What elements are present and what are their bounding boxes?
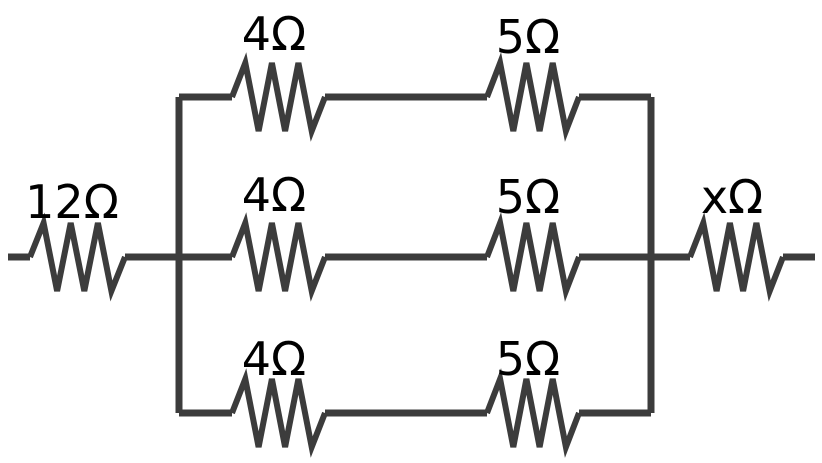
resistor-label-bottom-4-ohm: 4Ω (242, 332, 306, 386)
resistor-middle-5-ohm (484, 212, 582, 302)
resistor-label-middle-4-ohm: 4Ω (242, 168, 306, 222)
resistor-top-4-ohm (229, 52, 328, 142)
wires (8, 93, 815, 417)
labels: 12Ω 4Ω 5Ω 4Ω 5Ω 4Ω 5Ω xΩ (25, 7, 763, 386)
resistor-label-top-4-ohm: 4Ω (242, 7, 306, 61)
resistor-label-bottom-5-ohm: 5Ω (496, 332, 560, 386)
resistor-top-5-ohm (484, 52, 582, 142)
resistor-12-ohm (27, 212, 128, 302)
resistor-x-ohm (687, 212, 786, 302)
resistor-middle-4-ohm (229, 212, 328, 302)
resistors (27, 52, 786, 458)
resistor-bottom-5-ohm (484, 368, 582, 458)
resistor-label-x-ohm: xΩ (701, 170, 763, 224)
resistor-label-top-5-ohm: 5Ω (496, 10, 560, 64)
resistor-label-middle-5-ohm: 5Ω (496, 170, 560, 224)
resistor-label-12-ohm: 12Ω (25, 175, 119, 229)
resistor-bottom-4-ohm (229, 368, 328, 458)
